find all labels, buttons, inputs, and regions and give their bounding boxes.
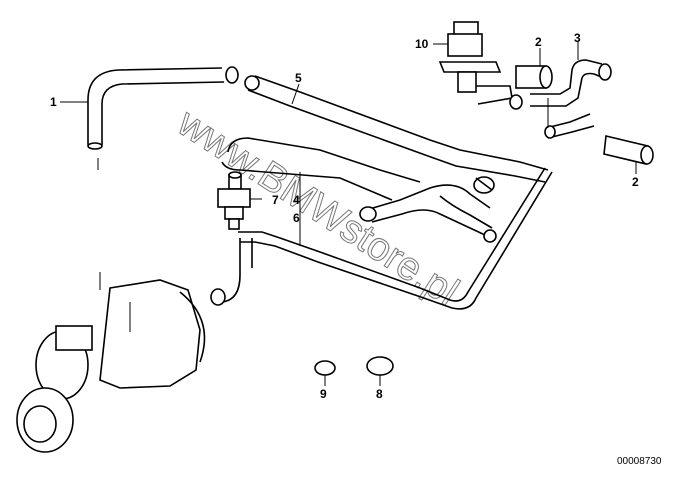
hose-1 [87,66,239,170]
hose-3 [530,42,612,107]
hose-6 [210,167,553,310]
t-connector [544,98,595,139]
label-part-1: 1 [50,95,57,109]
label-part-7: 7 [272,193,279,207]
label-part-4: 4 [293,193,300,207]
air-pump-10 [433,21,523,110]
label-part-9: 9 [320,387,327,401]
label-part-5: 5 [295,71,302,85]
watermark: www.BMWstore.pl [169,100,466,314]
clamp-8 [366,356,394,386]
hose-4 [221,137,497,243]
hose-5 [244,75,549,183]
label-part-10: 10 [415,37,429,51]
drawing-code: 00008730 [617,456,662,467]
label-part-3: 3 [574,31,581,45]
label-part-2-right: 2 [632,175,639,189]
label-part-8: 8 [376,387,383,401]
hose-2-upper [515,48,553,89]
hose-2-right [603,135,654,174]
label-part-2-top: 2 [535,35,542,49]
leader-5 [291,83,300,105]
label-part-6: 6 [293,211,300,225]
clamp-9 [314,360,336,386]
motor-assembly [16,272,206,453]
check-valve-7 [217,171,262,230]
